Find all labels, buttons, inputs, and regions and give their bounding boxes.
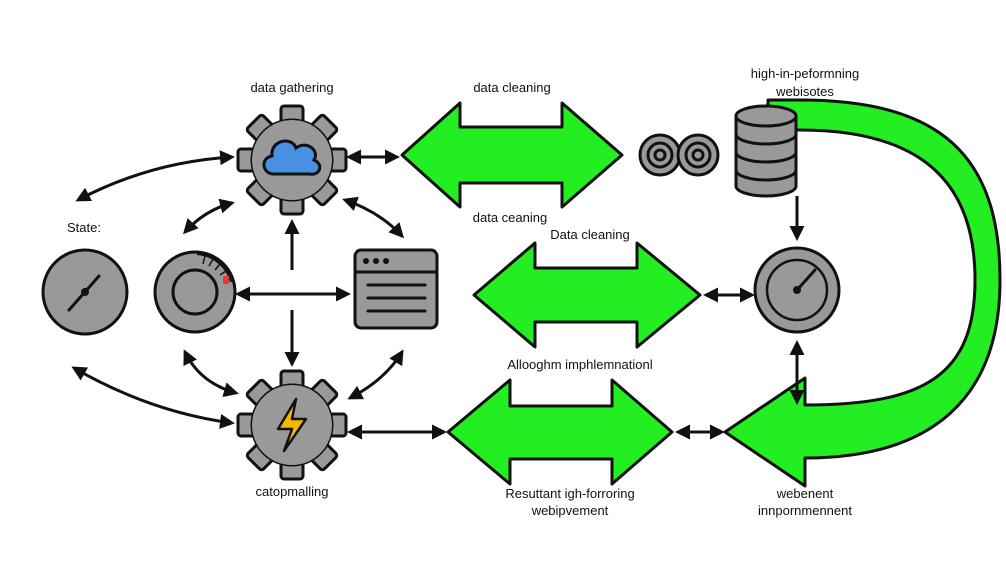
database-icon [734, 104, 798, 198]
green-double-arrow-bottom [446, 378, 674, 486]
green-double-arrow-top [400, 101, 624, 209]
label-resultant-line1: Resuttant igh-forroring [505, 486, 635, 501]
label-high-performing-line2: webisotes [776, 84, 834, 99]
browser-window-icon [353, 248, 439, 330]
label-algorithm-implementation: Allooghm imphlemnationl [507, 357, 653, 372]
gear-lightning-icon [236, 369, 348, 481]
label-webenent-line1: webenent [776, 486, 834, 501]
green-double-arrow-middle [472, 241, 702, 349]
arrow-window-to-gear-bottom [347, 349, 404, 400]
label-resultant-line2: webipvement [531, 503, 609, 518]
arrow-gauge-to-gear-bottom [183, 349, 239, 398]
label-high-performing-line1: high-in-peformning [750, 66, 860, 81]
label-data-cleaning-top: data cleaning [473, 80, 551, 95]
gauge-icon [153, 250, 237, 334]
label-data-gathering: data gathering [250, 80, 334, 95]
label-webenent-line2: innpornmennent [758, 503, 852, 518]
dial-icon [41, 248, 129, 336]
label-catopmalling: catopmalling [255, 484, 329, 499]
label-data-ceaning: data ceaning [472, 210, 548, 225]
arrow-state-to-gear-bottom [71, 366, 235, 429]
arrow-state-to-gear-top [75, 150, 235, 202]
label-state: State: [67, 220, 101, 235]
gear-cloud-icon [236, 104, 348, 216]
arrow-gauge-to-gear-top [182, 198, 235, 235]
label-data-cleaning-mid: Data cleaning [550, 227, 630, 242]
speedometer-icon [753, 246, 841, 334]
arrow-gear-top-to-window [342, 196, 405, 239]
infinity-icon [638, 133, 720, 177]
connectors [71, 149, 805, 440]
